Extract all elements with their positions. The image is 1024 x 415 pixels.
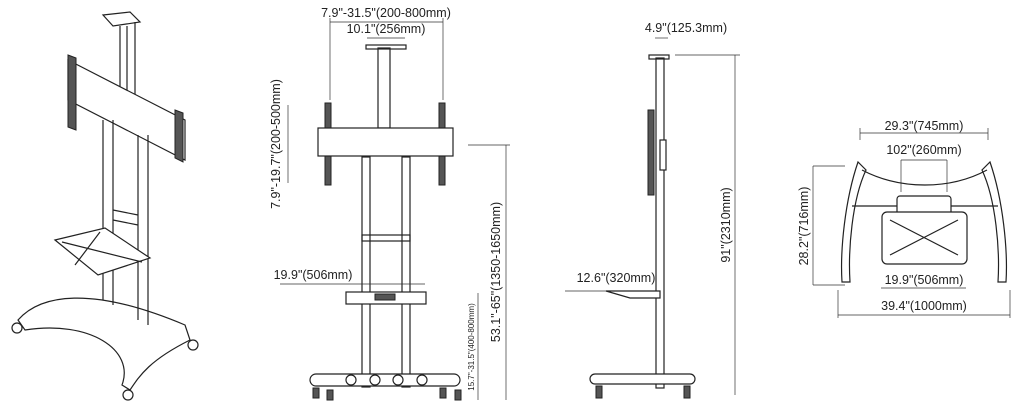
total-height-label: 91"(2310mm) (719, 187, 733, 262)
shelf-depth-label: 12.6"(320mm) (577, 271, 656, 285)
vesa-height-label: 7.9"-19.7"(200-500mm) (269, 79, 283, 209)
front-view: 7.9"-31.5"(200-800mm) 10.1"(256mm) 7.9"-… (269, 6, 510, 401)
arm-width-label: 29.3"(745mm) (885, 119, 964, 133)
bracket-width-label: 102"(260mm) (886, 143, 961, 157)
vesa-width-label: 7.9"-31.5"(200-800mm) (321, 6, 451, 20)
isometric-view (11, 11, 199, 401)
depth-label: 28.2"(716mm) (797, 187, 811, 266)
top-view: 29.3"(745mm) 102"(260mm) 28.2"(716mm) 19… (797, 119, 1011, 318)
side-view: 4.9"(125.3mm) 12.6"(320mm) 91"(2310mm) (565, 21, 740, 399)
wheel-icon (122, 389, 134, 401)
mount-height-label: 53.1"-65"(1350-1650mm) (489, 202, 503, 342)
bracket-width-label: 10.1"(256mm) (347, 22, 426, 36)
wheel-icon (187, 339, 199, 351)
base-width-label: 39.4"(1000mm) (881, 299, 967, 313)
shelf-height-label: 15.7"-31.5"(400-800mm) (467, 303, 476, 391)
shelf-width-label: 19.9"(506mm) (885, 273, 964, 287)
shelf-width-label: 19.9"(506mm) (274, 268, 353, 282)
wheel-icon (11, 322, 23, 334)
top-depth-label: 4.9"(125.3mm) (645, 21, 727, 35)
